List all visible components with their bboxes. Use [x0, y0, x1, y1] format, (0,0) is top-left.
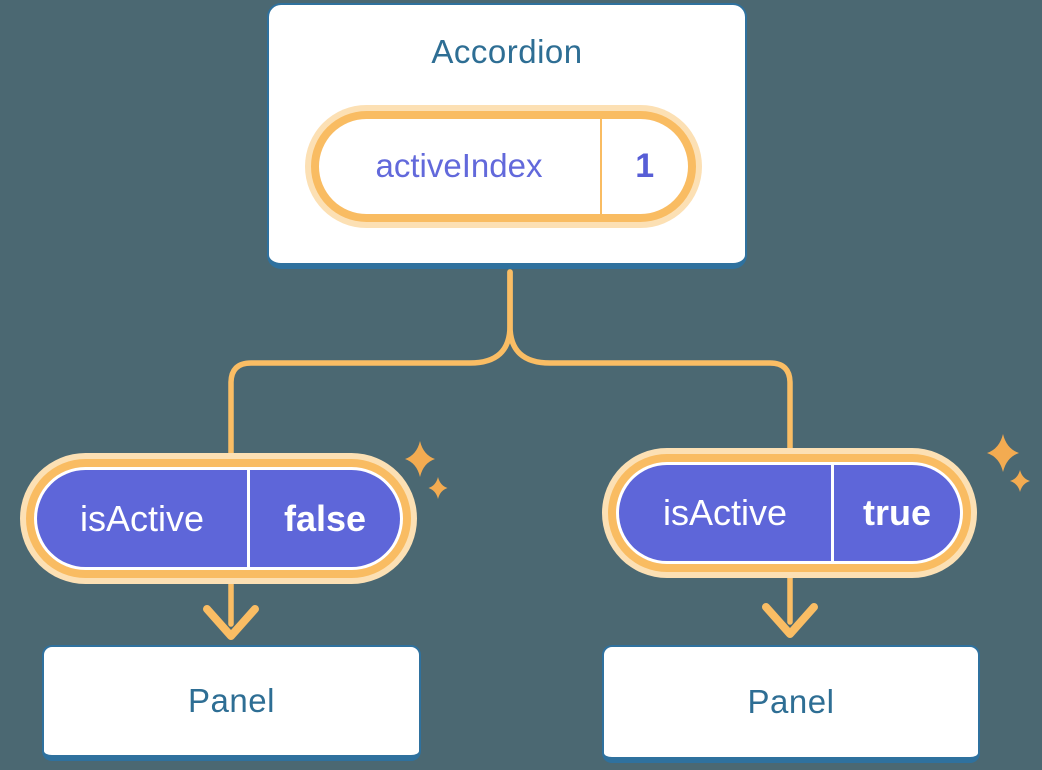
sparkle-icon — [987, 434, 1019, 472]
arrow-left-head — [203, 605, 259, 640]
state-name-label: activeIndex — [375, 147, 543, 184]
panel-card-left: Panel — [42, 645, 421, 761]
pill-ring: isActive true — [608, 454, 971, 572]
state-pill-activeindex: activeIndex 1 — [304, 104, 702, 228]
branch-left-line — [228, 269, 513, 459]
prop-pill-isactive-false: isActive false — [20, 453, 417, 584]
pill-ring: activeIndex 1 — [310, 110, 696, 222]
sparkle-icon — [428, 477, 448, 499]
pill-core: activeIndex 1 — [318, 118, 688, 214]
pill-core: isActive true — [619, 465, 960, 561]
pill-inner-stroke: isActive true — [616, 462, 963, 564]
accordion-component-card: Accordion activeIndex 1 — [267, 3, 747, 269]
panel-card-right: Panel — [602, 645, 980, 763]
pill-inner-stroke: isActive false — [34, 467, 403, 570]
sparkle-group-right-pill — [987, 434, 1030, 492]
prop-name-label: isActive — [662, 492, 788, 533]
arrow-right — [762, 570, 818, 638]
panel-title: Panel — [188, 682, 275, 719]
tree-connector — [228, 269, 793, 459]
pill-ring: isActive false — [26, 459, 411, 578]
pill-divider — [247, 470, 250, 567]
state-value-label: 1 — [635, 146, 655, 185]
panel-title: Panel — [747, 683, 835, 720]
pill-core: isActive false — [37, 470, 400, 567]
sparkle-icon — [405, 441, 435, 477]
arrow-right-head — [762, 603, 818, 638]
sparkle-group-left-pill — [405, 441, 448, 499]
arrow-left — [203, 575, 259, 640]
pill-divider — [599, 118, 602, 214]
branch-right-line — [507, 269, 793, 454]
pill-divider — [831, 465, 834, 561]
prop-value-label: true — [862, 492, 931, 533]
prop-pill-isactive-true: isActive true — [602, 448, 977, 578]
prop-value-label: false — [283, 497, 367, 539]
accordion-title: Accordion — [431, 33, 583, 70]
prop-name-label: isActive — [79, 497, 205, 539]
sparkle-icon — [1010, 470, 1030, 492]
